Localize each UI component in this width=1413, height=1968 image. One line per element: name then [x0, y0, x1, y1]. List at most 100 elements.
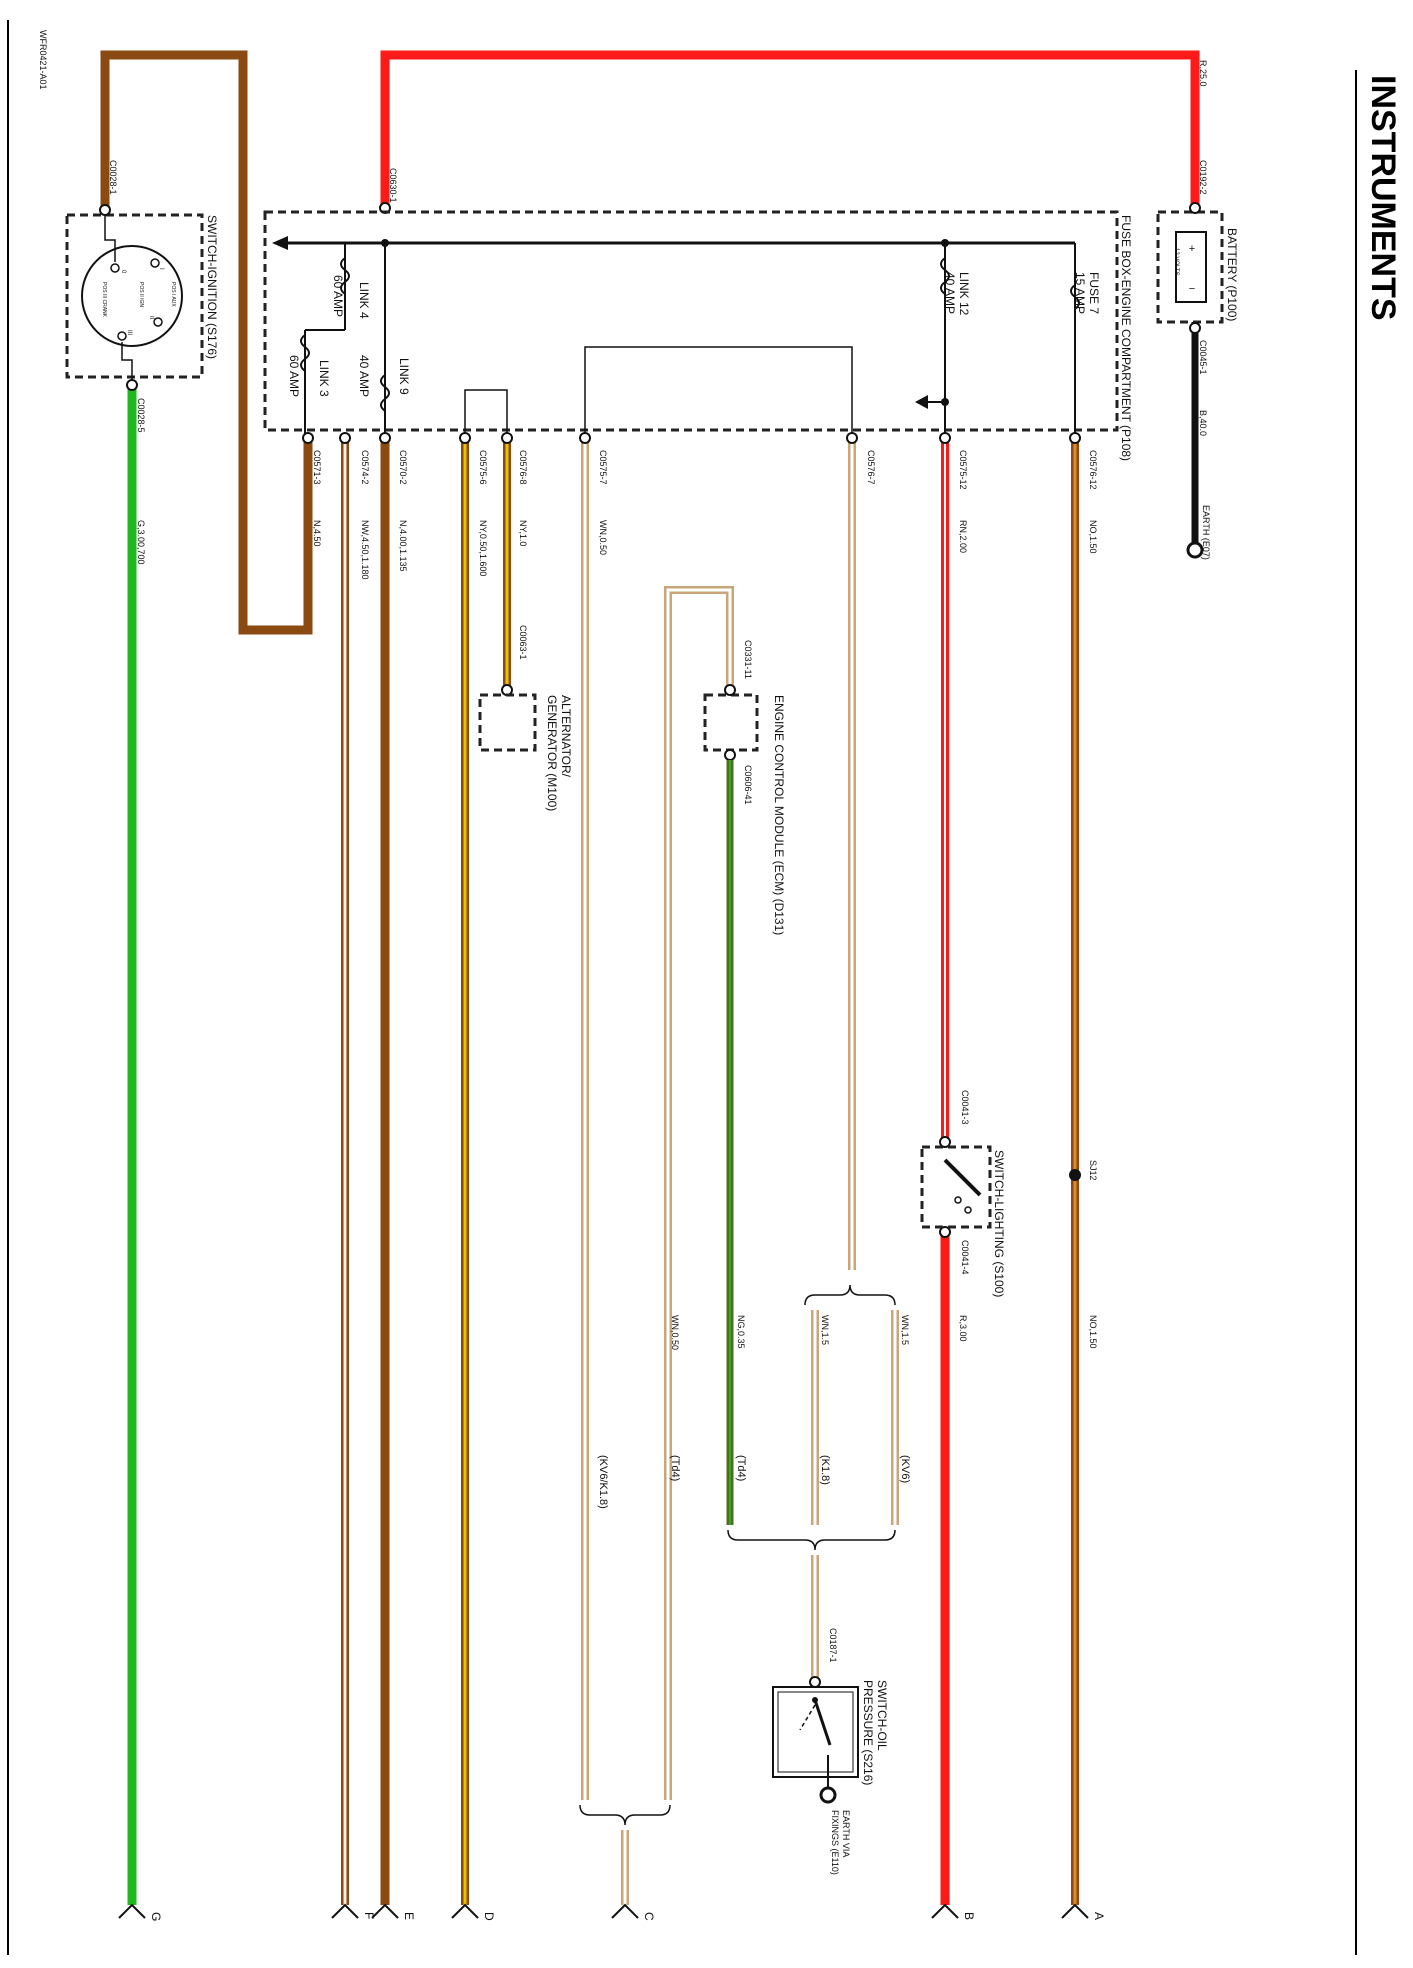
conn-c0576-7: C0576-7	[866, 450, 876, 485]
conn-c0570-2: C0570-2	[398, 450, 408, 485]
wire-no15-top-label: NO,1.50	[1088, 520, 1098, 554]
endpoint-e: E	[371, 1903, 416, 1920]
svg-text:60 AMP: 60 AMP	[331, 275, 345, 317]
variant-td4-a: (Td4)	[669, 1455, 681, 1481]
conn-c0571-3: C0571-3	[312, 450, 322, 485]
wire-wn15-a-label: WN,1.5	[820, 1315, 830, 1345]
ignition-switch: 0 I II III POS I AUX POS II IGN POS III …	[65, 213, 219, 385]
wire-d	[459, 432, 471, 1905]
svg-text:0: 0	[120, 270, 126, 274]
wire-r25	[380, 50, 1200, 212]
endpoint-b: B	[931, 1903, 976, 1920]
conn-c0576-8: C0576-8	[518, 450, 528, 485]
page-reference: WFR0421-A01	[38, 30, 48, 90]
wire-wn05-ecm	[664, 586, 734, 1800]
conn-c0575-7: C0575-7	[598, 450, 608, 485]
link-12: LINK 12 40 AMP	[915, 239, 971, 435]
svg-text:I: I	[158, 268, 164, 270]
oil-pressure-switch	[772, 1686, 859, 1804]
ignition-label: SWITCH-IGNITION (S176)	[205, 215, 219, 359]
conn-c0192-2: C0192-2	[1198, 160, 1208, 195]
conn-c0575-6: C0575-6	[478, 450, 488, 485]
wire-r25-label: R,25.0	[1198, 60, 1208, 87]
link-4: LINK 4 60 AMP	[305, 243, 371, 331]
svg-text:LINK 12: LINK 12	[957, 272, 971, 316]
lighting-switch-label: SWITCH-LIGHTING (S100)	[992, 1150, 1006, 1297]
conn-c0045-1: C0045-1	[1198, 340, 1208, 375]
alternator-label-2: GENERATOR (M100)	[545, 695, 559, 811]
alternator-label-1: ALTERNATOR/	[559, 695, 573, 778]
oil-switch-label-2: PRESSURE (S216)	[861, 1680, 875, 1785]
variant-td4-b: (Td4)	[735, 1455, 747, 1481]
conn-c0028-5: C0028-5	[136, 398, 146, 433]
wire-ny10	[501, 432, 513, 696]
wire-b	[939, 432, 951, 1905]
busbar-arrow	[272, 236, 288, 250]
svg-text:LINK 9: LINK 9	[397, 358, 411, 395]
svg-text:F: F	[362, 1912, 376, 1919]
wire-wn05-b-label: WN,0.50	[670, 1315, 680, 1350]
wire-c-left	[579, 432, 591, 1800]
svg-text:III: III	[126, 330, 132, 335]
svg-text:60 AMP: 60 AMP	[287, 355, 301, 397]
conn-c0187-1: C0187-1	[828, 1628, 838, 1663]
earth-e07-label: EARTH (E07)	[1201, 505, 1211, 560]
variant-kv6k18: (KV6/K1.8)	[597, 1455, 609, 1509]
fuse-7: FUSE 7 15 AMP	[1070, 272, 1101, 314]
wire-ng035-label: NG,0.35	[736, 1315, 746, 1349]
wire-n40-label: N,4.00,1.135	[398, 520, 408, 572]
conn-c0574-2: C0574-2	[360, 450, 370, 485]
wire-b40-label: B,40.0	[1198, 410, 1208, 436]
fusebox-outline	[263, 210, 1119, 432]
conn-c0041-4: C0041-4	[960, 1240, 970, 1275]
endpoint-f: F	[331, 1903, 376, 1919]
wire-wn05-top-label: WN,0.50	[598, 520, 608, 555]
conn-c0575-12: C0575-12	[958, 450, 968, 490]
link-3: LINK 3 60 AMP	[287, 330, 331, 435]
wire-e	[379, 432, 391, 1905]
svg-text:A: A	[1092, 1912, 1106, 1920]
ecm-box	[703, 693, 759, 752]
wire-n45-loop	[100, 50, 313, 635]
ecm-label: ENGINE CONTROL MODULE (ECM) (D131)	[772, 695, 786, 935]
battery-label: BATTERY (P100)	[1225, 228, 1239, 321]
svg-text:POS II IGN: POS II IGN	[138, 282, 144, 307]
svg-text:POS I AUX: POS I AUX	[170, 282, 176, 307]
earth-fixings-label-1: EARTH VIA	[841, 1810, 851, 1857]
svg-text:40 AMP: 40 AMP	[943, 272, 957, 314]
wire-ny10-label: NY,1.0	[518, 520, 528, 546]
svg-text:15 AMP: 15 AMP	[1073, 272, 1087, 314]
page-title: INSTRUMENTS	[1364, 75, 1402, 321]
wire-oil-feed	[809, 1555, 821, 1688]
conn-c0331-11: C0331-11	[743, 640, 753, 679]
wire-ny05-label: NY,0.50,1.600	[478, 520, 488, 576]
variant-kv6: (KV6)	[899, 1455, 911, 1483]
splice-sj12: SJ12	[1088, 1160, 1098, 1181]
fusebox-label: FUSE BOX-ENGINE COMPARTMENT (P108)	[1119, 215, 1133, 461]
conn-c0606-41: C0606-41	[743, 765, 753, 805]
svg-text:+: +	[1189, 243, 1195, 255]
svg-text:FUSE 7: FUSE 7	[1087, 272, 1101, 314]
endpoint-c: C	[611, 1903, 656, 1921]
svg-text:II: II	[148, 316, 154, 320]
battery: + − 12 VOLTS BATTERY (P100)	[1156, 210, 1239, 324]
wire-wn-upper	[846, 432, 858, 1270]
wire-rn20-label: RN,2.00	[958, 520, 968, 553]
link-9: LINK 9 40 AMP	[357, 239, 411, 435]
conn-c0028-1: C0028-1	[108, 160, 118, 195]
wire-nw45-label: NW,4.50,1.180	[360, 520, 370, 580]
svg-text:−: −	[1189, 283, 1195, 295]
wire-f	[339, 432, 351, 1905]
endpoint-a: A	[1061, 1903, 1106, 1920]
svg-text:POS III CRANK: POS III CRANK	[101, 282, 107, 318]
lighting-switch	[920, 1145, 992, 1229]
battery-voltage: 12 VOLTS	[1173, 248, 1179, 276]
svg-text:LINK 3: LINK 3	[317, 360, 331, 397]
conn-c0041-3: C0041-3	[960, 1090, 970, 1125]
svg-text:40 AMP: 40 AMP	[357, 355, 371, 397]
svg-text:LINK 4: LINK 4	[357, 282, 371, 319]
wire-wn15-b-label: WN,1.5	[900, 1315, 910, 1345]
svg-text:C: C	[642, 1912, 656, 1921]
svg-text:B: B	[962, 1912, 976, 1920]
wire-g-label: G,3.00,700	[136, 520, 146, 565]
